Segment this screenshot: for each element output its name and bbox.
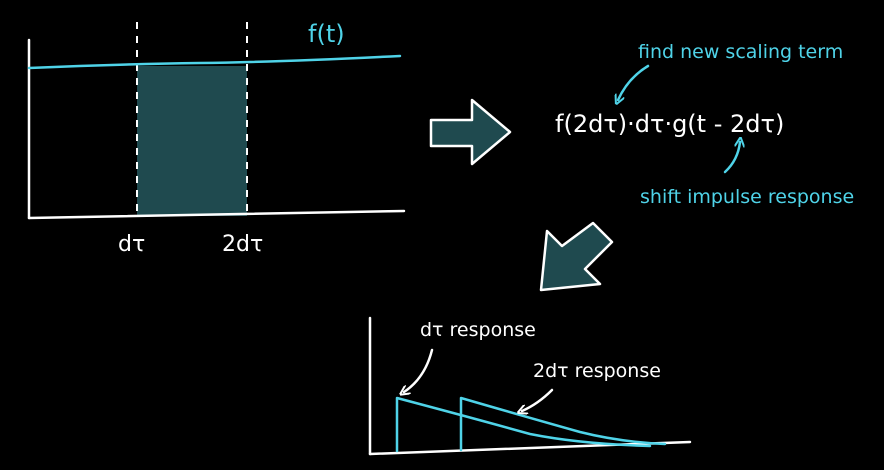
shift-annotation: shift impulse response: [640, 186, 854, 208]
scaling-annotation: find new scaling term: [638, 41, 843, 63]
function-label: f(t): [308, 20, 345, 48]
response-x-axis: [368, 440, 692, 456]
dtau-response-label: dτ response: [420, 319, 536, 341]
dtau-impulse-response-curve: [395, 396, 652, 453]
2dtau-response-label: 2dτ response: [533, 360, 661, 382]
input-x-axis: [27, 209, 406, 220]
shift-annotation-arrow: [723, 142, 740, 174]
down-left-arrow-icon: [539, 221, 614, 292]
tick-label-dtau: dτ: [118, 232, 145, 257]
formula-block: f(2dτ)·dτ·g(t - 2dτ) find new scaling te…: [555, 41, 854, 208]
input-plot: f(t) dτ 2dτ: [27, 20, 406, 257]
formula-text: f(2dτ)·dτ·g(t - 2dτ): [555, 110, 784, 138]
2dtau-impulse-response-curve: [459, 396, 667, 452]
input-signal-curve: [27, 54, 402, 70]
scaling-annotation-arrow: [618, 64, 650, 100]
impulse-slice-fill: [137, 66, 247, 216]
tick-label-2dtau: 2dτ: [222, 232, 263, 257]
dtau-response-arrow: [404, 348, 434, 392]
response-plot: dτ response 2dτ response: [368, 316, 692, 456]
right-arrow-icon: [429, 98, 512, 166]
2dtau-response-arrow: [522, 388, 554, 411]
